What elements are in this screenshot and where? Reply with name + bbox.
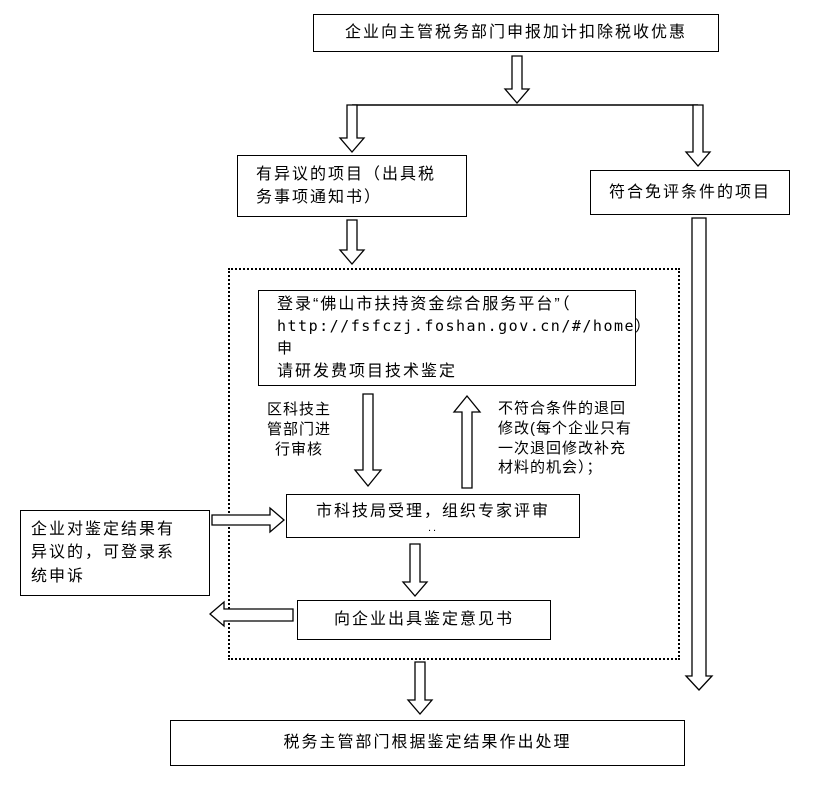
node-exempt-label: 符合免评条件的项目 xyxy=(608,183,771,201)
arrow-declare-down xyxy=(503,55,531,104)
node-result-label: 税务主管部门根据鉴定结果作出处理 xyxy=(283,734,572,752)
node-appeal: 企业对鉴定结果有 异议的，可登录系 统申诉 xyxy=(20,510,210,596)
arrow-objection-down xyxy=(338,219,366,265)
node-exempt: 符合免评条件的项目 xyxy=(590,170,790,215)
district-review-line2: 管部门进 xyxy=(266,420,331,438)
return-note-line3: 一次退回修改补充 xyxy=(498,439,627,457)
node-declare-label: 企业向主管税务部门申报加计扣除税收优惠 xyxy=(344,24,687,42)
return-note-line4: 材料的机会）； xyxy=(498,459,603,477)
return-note-line1: 不符合条件的退回 xyxy=(498,400,627,417)
node-login-platform: 登录“佛山市扶持资金综合服务平台”（ http://fsfczj.foshan.… xyxy=(258,290,652,386)
node-opinion-label: 向企业出具鉴定意见书 xyxy=(333,611,514,629)
district-review-line1: 区科技主 xyxy=(266,401,331,418)
arrow-exempt-long-down xyxy=(684,217,714,691)
return-note-label: 不符合条件的退回 修改(每个企业只有 一次退回修改补充 材料的机会）； xyxy=(498,399,648,478)
district-review-line3: 行审核 xyxy=(274,440,323,458)
node-appeal-line3: 统申诉 xyxy=(31,567,86,585)
node-expert-review-label: 市科技局受理，组织专家评审 xyxy=(315,503,550,521)
node-expert-review-dots: .. xyxy=(427,521,439,534)
node-result: 税务主管部门根据鉴定结果作出处理 xyxy=(170,720,685,766)
arrow-branch-right-down xyxy=(684,104,712,167)
return-note-line2: 修改(每个企业只有 xyxy=(498,419,632,437)
arrow-dotted-down xyxy=(406,661,434,715)
node-opinion: 向企业出具鉴定意见书 xyxy=(297,600,551,640)
node-objection: 有异议的项目（出具税 务事项通知书） xyxy=(237,155,467,217)
node-login-line1: 登录“佛山市扶持资金综合服务平台”（ xyxy=(277,296,572,314)
platform-url: http://fsfczj.foshan.gov.cn/#/home）申 xyxy=(277,317,652,357)
dotted-container xyxy=(228,268,680,660)
arrow-branch-left-down xyxy=(338,104,366,153)
node-login-line3: 请研发费项目技术鉴定 xyxy=(277,362,458,380)
node-appeal-line1: 企业对鉴定结果有 xyxy=(31,521,176,539)
node-appeal-line2: 异议的，可登录系 xyxy=(31,544,176,562)
district-review-label: 区科技主 管部门进 行审核 xyxy=(258,400,340,459)
node-objection-line1: 有异议的项目（出具税 xyxy=(256,165,437,183)
node-expert-review: 市科技局受理，组织专家评审 .. xyxy=(286,494,580,538)
node-objection-line2: 务事项通知书） xyxy=(256,189,383,206)
node-declare: 企业向主管税务部门申报加计扣除税收优惠 xyxy=(313,14,719,52)
